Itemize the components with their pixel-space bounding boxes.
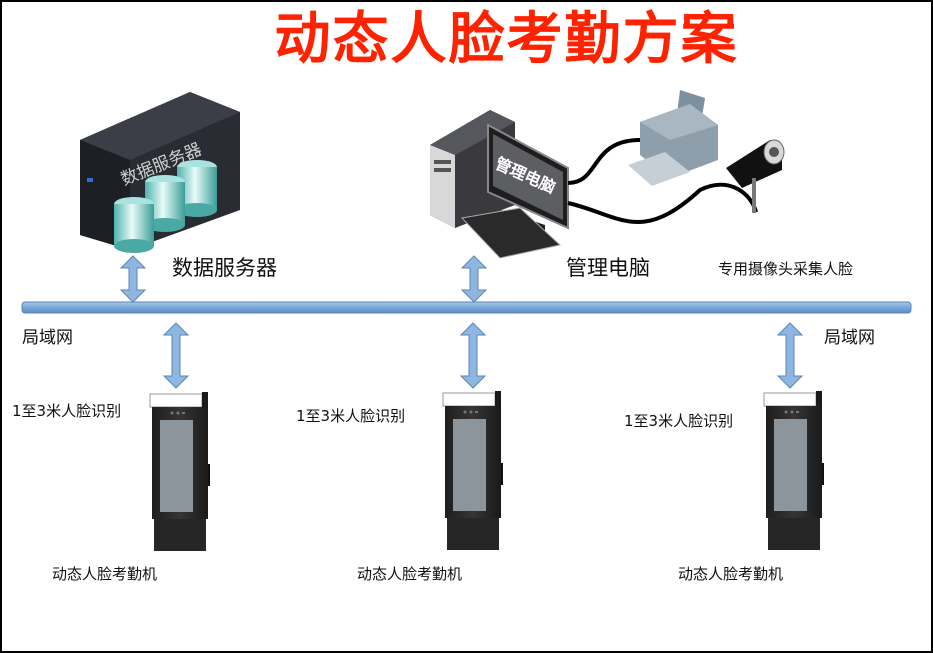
- printer-icon: [628, 90, 718, 186]
- lan-bus: [21, 301, 912, 314]
- admin-pc-icon: [430, 110, 569, 259]
- terminal-label: 动态人脸考勤机: [52, 565, 158, 583]
- lan-label-left: 局域网: [22, 328, 73, 348]
- camera-cable: [567, 182, 758, 224]
- camera-icon: [726, 139, 785, 213]
- terminal-caption: 1至3米人脸识别: [12, 402, 122, 420]
- attendance-terminal-icon: [442, 391, 503, 550]
- terminal-label: 动态人脸考勤机: [678, 565, 784, 583]
- data-server-label: 数据服务器: [172, 256, 277, 280]
- terminal-link-arrow: [776, 322, 804, 389]
- diagram-title: 动态人脸考勤方案: [274, 6, 739, 72]
- camera-label: 专用摄像头采集人脸: [718, 260, 854, 278]
- attendance-terminal-icon: [763, 391, 824, 550]
- terminal-label: 动态人脸考勤机: [357, 565, 463, 583]
- lan-label-right: 局域网: [824, 328, 875, 348]
- terminal-caption: 1至3米人脸识别: [624, 412, 734, 430]
- printer-cable: [567, 138, 641, 185]
- admin-pc-label: 管理电脑: [566, 256, 650, 280]
- terminal-link-arrow: [162, 322, 190, 389]
- terminal-caption: 1至3米人脸识别: [296, 407, 406, 425]
- terminal-link-arrow: [459, 322, 487, 389]
- pc-link-arrow: [460, 255, 488, 303]
- attendance-terminal-icon: [149, 392, 210, 551]
- server-link-arrow: [119, 255, 147, 303]
- data-server-icon: [80, 92, 240, 253]
